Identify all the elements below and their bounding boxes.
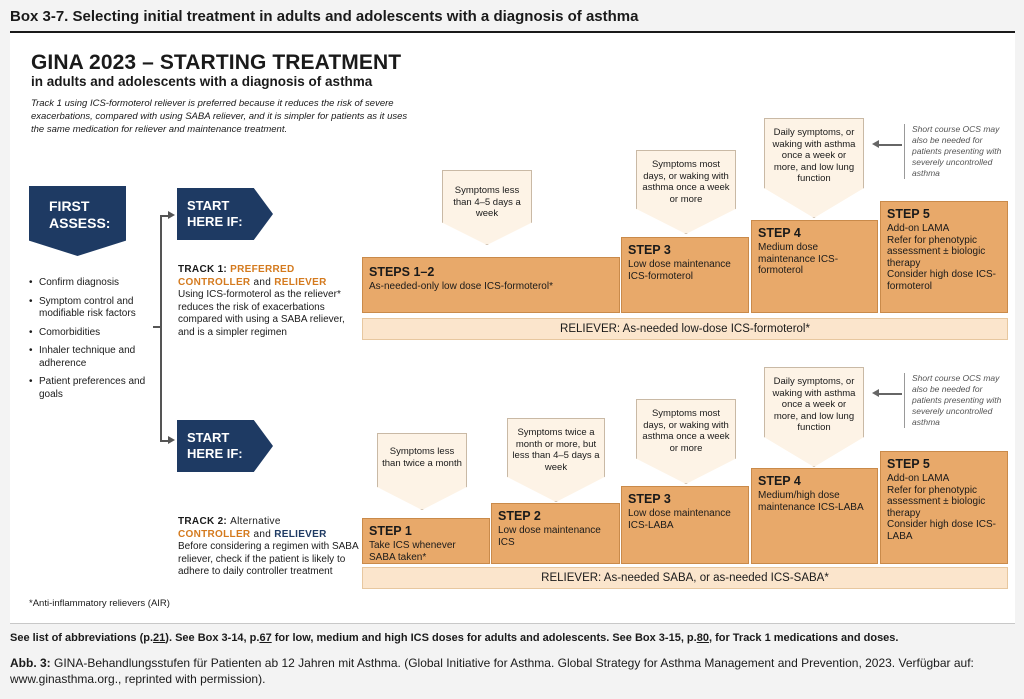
track1-step-5: STEP 5 Add-on LAMA Refer for phenotypic … — [880, 201, 1008, 313]
step-text: Medium dose maintenance ICS-formoterol — [758, 242, 839, 276]
arrow-left-icon — [872, 389, 879, 397]
track2-controller: CONTROLLER — [178, 528, 251, 540]
step-text: Refer for phenotypic assessment ± biolog… — [887, 234, 986, 269]
track1-reliever: RELIEVER — [274, 276, 327, 288]
bracket-connector — [160, 215, 162, 440]
track2-reliever-bar: RELIEVER: As-needed SABA, or as-needed I… — [362, 567, 1008, 589]
start-here-line2: HERE IF: — [187, 214, 243, 229]
see-list-text: See list of abbreviations (p. — [10, 632, 154, 644]
step-text: Consider high dose ICS-formoterol — [887, 269, 996, 292]
track1-step-3: STEP 3 Low dose maintenance ICS-formoter… — [621, 237, 749, 313]
track2-step-3: STEP 3 Low dose maintenance ICS-LABA — [621, 486, 749, 564]
page-link[interactable]: 67 — [259, 632, 272, 644]
track2-ocs-note: Short course OCS may also be needed for … — [904, 373, 1014, 428]
step-name: STEPS 1–2 — [369, 265, 435, 279]
caption-text: GINA-Behandlungsstufen für Patienten ab … — [10, 656, 974, 686]
start-here-line1: START — [187, 198, 230, 213]
step-text: As-needed-only low dose ICS-formoterol* — [369, 281, 553, 292]
track1-controller: CONTROLLER — [178, 276, 251, 288]
step-text: Consider high dose ICS-LABA — [887, 519, 996, 542]
intro-text: Track 1 using ICS-formoterol reliever is… — [31, 98, 408, 135]
assess-item: Confirm diagnosis — [29, 277, 154, 290]
track1-reliever-bar: RELIEVER: As-needed low-dose ICS-formote… — [362, 318, 1008, 340]
see-list-text: for low, medium and high ICS doses for a… — [271, 632, 697, 644]
track2-step-4: STEP 4 Medium/high dose maintenance ICS-… — [751, 468, 878, 564]
step-name: STEP 1 — [369, 524, 412, 538]
track2-label: TRACK 2: — [178, 516, 228, 527]
track2-reliever: RELIEVER — [274, 528, 327, 540]
assess-list: Confirm diagnosis Symptom control and mo… — [29, 277, 154, 407]
step-name: STEP 2 — [498, 509, 541, 523]
see-list-text: , for Track 1 medications and doses. — [708, 632, 899, 644]
track2-and: and — [253, 528, 272, 540]
track2-step-1: STEP 1 Take ICS whenever SABA taken* — [362, 518, 490, 564]
step-text: Add-on LAMA — [887, 473, 950, 484]
caption-label: Abb. 3: — [10, 656, 51, 670]
step-text: Low dose maintenance ICS — [498, 525, 601, 548]
step-text: Refer for phenotypic assessment ± biolog… — [887, 484, 986, 519]
track1-ocs-note: Short course OCS may also be needed for … — [904, 124, 1014, 179]
track1-label: TRACK 1: — [178, 264, 228, 275]
arrow-left-icon — [872, 140, 879, 148]
track1-and: and — [253, 276, 272, 288]
first-assess-badge: FIRST ASSESS: — [29, 186, 126, 256]
see-list-text: ). See Box 3-14, p. — [165, 632, 260, 644]
page-link[interactable]: 21 — [153, 632, 166, 644]
track2-step-2: STEP 2 Low dose maintenance ICS — [491, 503, 620, 564]
step-name: STEP 4 — [758, 226, 801, 240]
box-title: Box 3-7. Selecting initial treatment in … — [10, 8, 639, 25]
assess-item: Patient preferences and goals — [29, 376, 154, 401]
ocs-arrow-track1 — [876, 144, 902, 146]
track1-preferred: PREFERRED — [230, 264, 295, 275]
step-name: STEP 3 — [628, 492, 671, 506]
start-here-line1: START — [187, 430, 230, 445]
step-name: STEP 5 — [887, 457, 930, 471]
step-name: STEP 4 — [758, 474, 801, 488]
bracket-top-line — [160, 215, 170, 217]
bracket-middle-line — [153, 326, 161, 328]
chart-subtitle: in adults and adolescents with a diagnos… — [31, 74, 373, 89]
start-here-badge-track1: START HERE IF: — [177, 188, 273, 240]
step-text: Medium/high dose maintenance ICS-LABA — [758, 490, 864, 513]
track1-description-block: TRACK 1: PREFERRED CONTROLLER and RELIEV… — [178, 264, 362, 339]
first-assess-line2: ASSESS: — [49, 215, 111, 231]
assess-item: Symptom control and modifiable risk fact… — [29, 296, 154, 321]
track1-step-1-2: STEPS 1–2 As-needed-only low dose ICS-fo… — [362, 257, 620, 313]
assess-item: Comorbidities — [29, 327, 154, 340]
track1-step-4: STEP 4 Medium dose maintenance ICS-formo… — [751, 220, 878, 313]
arrow-right-icon — [168, 436, 175, 444]
first-assess-line1: FIRST — [49, 198, 90, 214]
footnote: *Anti-inflammatory relievers (AIR) — [29, 598, 170, 609]
track1-description: Using ICS-formoterol as the reliever* re… — [178, 289, 345, 338]
assess-item: Inhaler technique and adherence — [29, 345, 154, 370]
step-name: STEP 3 — [628, 243, 671, 257]
step-text: Low dose maintenance ICS-LABA — [628, 508, 731, 531]
track2-description: Before considering a regimen with SABA r… — [178, 541, 359, 577]
arrow-right-icon — [168, 211, 175, 219]
track2-alternative: Alternative — [230, 516, 281, 527]
bracket-bottom-line — [160, 440, 170, 442]
track2-step-5: STEP 5 Add-on LAMA Refer for phenotypic … — [880, 451, 1008, 564]
start-here-badge-track2: START HERE IF: — [177, 420, 273, 472]
page-link[interactable]: 80 — [696, 632, 709, 644]
see-list-note: See list of abbreviations (p.21). See Bo… — [10, 632, 898, 644]
track2-description-block: TRACK 2: Alternative CONTROLLER and RELI… — [178, 516, 362, 579]
chart-title: GINA 2023 – STARTING TREATMENT — [31, 51, 402, 74]
figure-caption: Abb. 3: GINA-Behandlungsstufen für Patie… — [10, 655, 1010, 687]
step-text: Take ICS whenever SABA taken* — [369, 540, 456, 563]
start-here-line2: HERE IF: — [187, 446, 243, 461]
step-text: Low dose maintenance ICS-formoterol — [628, 259, 731, 282]
step-text: Add-on LAMA — [887, 223, 950, 234]
ocs-arrow-track2 — [876, 393, 902, 395]
step-name: STEP 5 — [887, 207, 930, 221]
